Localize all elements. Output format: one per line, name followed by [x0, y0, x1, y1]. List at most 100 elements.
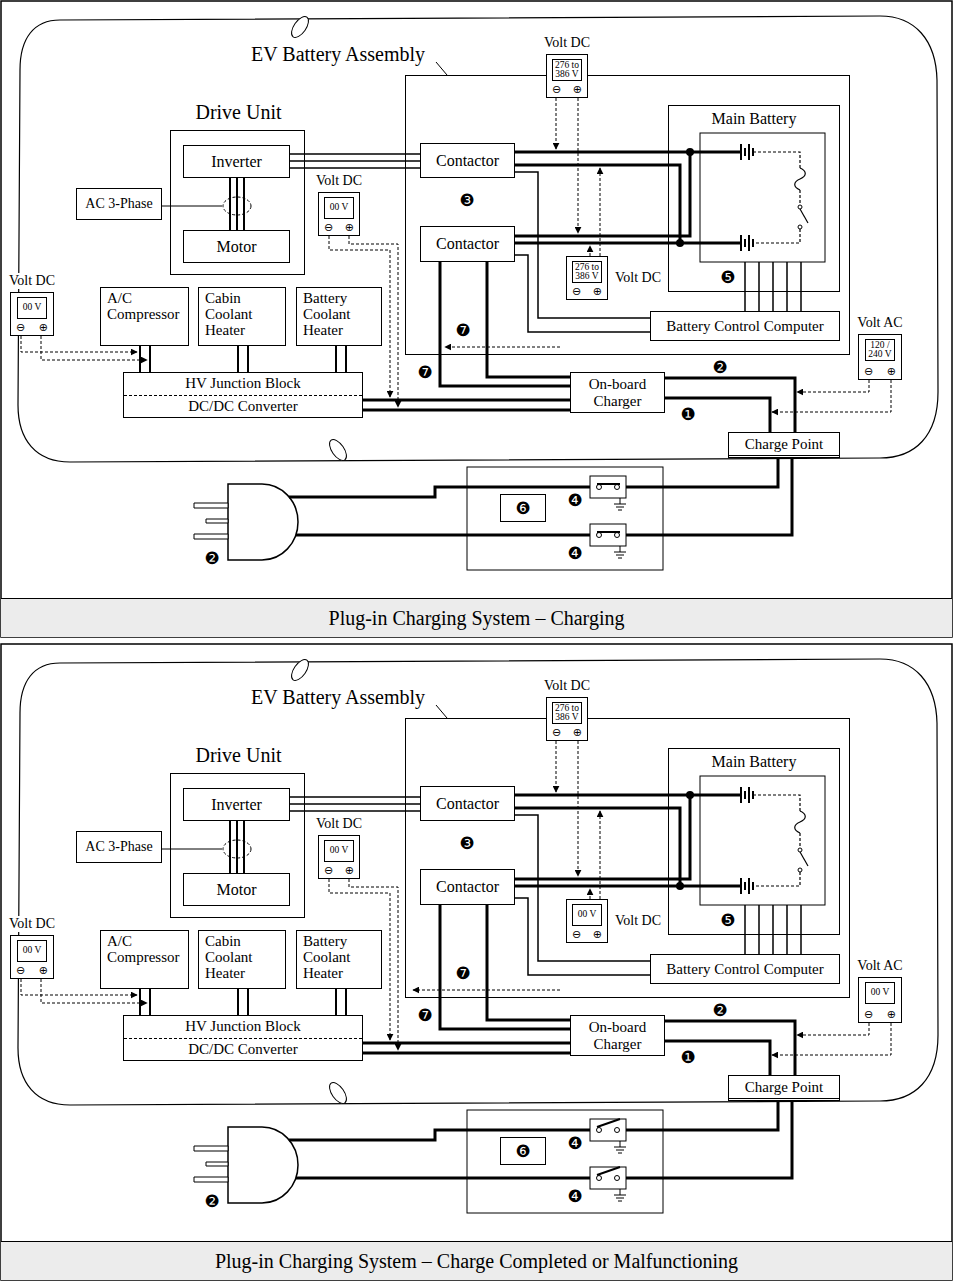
- component-box: Cabin Coolant Heater: [198, 287, 286, 346]
- box-label: AC 3-Phase: [85, 839, 152, 854]
- contactor-box: Contactor: [420, 869, 515, 905]
- motor-box: Motor: [183, 873, 290, 906]
- wire-line: [290, 810, 420, 812]
- heading: Main Battery: [669, 110, 839, 128]
- wire-line: [335, 346, 337, 372]
- wire-line: [335, 989, 337, 1015]
- meter-label: Volt DC: [7, 273, 57, 289]
- wire: [515, 815, 650, 961]
- box-label: AC 3-Phase: [85, 196, 152, 211]
- callout-number: ❸: [455, 188, 479, 212]
- contactor-box: Contactor: [420, 143, 515, 178]
- wire: [230, 821, 244, 873]
- contactor-box: Contactor: [420, 226, 515, 262]
- callout-number: ❹: [563, 541, 587, 565]
- box-label: Contactor: [436, 235, 499, 253]
- voltmeter: Volt DC00 V⊖⊕: [318, 835, 360, 879]
- box-label: Charge Point: [745, 1079, 823, 1096]
- wire-line: [800, 935, 802, 954]
- wire-line: [665, 378, 795, 432]
- meter-reading: 00 V: [324, 197, 354, 219]
- wire: [515, 172, 650, 318]
- callout-number: ❸: [455, 831, 479, 855]
- wire-line: [149, 989, 151, 1015]
- main-battery-box: Main Battery: [668, 748, 840, 935]
- wire: [363, 1043, 570, 1053]
- component-box: Cabin Coolant Heater: [198, 930, 286, 989]
- box-label: Battery Control Computer: [666, 961, 823, 978]
- wire: [336, 346, 346, 372]
- box-label: Battery Control Computer: [666, 318, 823, 335]
- inverter-box: Inverter: [183, 788, 290, 821]
- wire-line: [237, 346, 239, 372]
- terminal-symbol: ⊖: [16, 965, 25, 977]
- wire-line: [665, 1021, 795, 1075]
- callout-number: ❼: [451, 318, 475, 342]
- callout-number: ❶: [676, 402, 700, 426]
- charger-box: On-board Charger: [570, 1015, 665, 1056]
- meter-label: Volt DC: [542, 678, 592, 694]
- wire: [745, 935, 801, 954]
- voltmeter: Volt DC00 V⊖⊕: [10, 292, 54, 336]
- wire-line: [665, 398, 770, 432]
- box-label: Charge Point: [745, 436, 823, 453]
- terminal-symbol: ⊕: [887, 366, 896, 378]
- controller-box: ❻: [500, 494, 546, 522]
- meter-reading: 00 V: [17, 940, 47, 962]
- callout-number: ❻: [515, 499, 530, 518]
- wire-line: [515, 255, 650, 332]
- motor-box: Motor: [183, 230, 290, 263]
- callout-number: ❹: [563, 488, 587, 512]
- contactor-box: Contactor: [420, 786, 515, 821]
- wire-line: [786, 935, 788, 954]
- terminal-symbol: ⊕: [593, 929, 602, 941]
- box-label: Cabin Coolant Heater: [205, 934, 279, 981]
- wire-line: [786, 292, 788, 311]
- caption: Plug-in Charging System – Charge Complet…: [215, 1250, 738, 1273]
- wire-line: [290, 803, 420, 805]
- terminal-symbol: ⊕: [887, 1009, 896, 1021]
- box-label: Motor: [217, 881, 257, 899]
- wire-line: [515, 815, 650, 961]
- wire-line: [139, 346, 141, 372]
- wire-line: [515, 172, 650, 318]
- wire-line: [236, 821, 238, 873]
- wire-line: [290, 796, 420, 798]
- heading: EV Battery Assembly: [251, 685, 425, 709]
- callout-number: ❼: [413, 360, 437, 384]
- charge-point-box: Charge Point: [728, 432, 840, 458]
- component-box: Battery Coolant Heater: [296, 930, 382, 989]
- meter-reading: 276 to 386 V: [552, 702, 582, 724]
- heading: Drive Unit: [171, 100, 306, 124]
- wire-line: [758, 292, 760, 311]
- callout-number: ❺: [716, 265, 740, 289]
- terminal-symbol: ⊕: [39, 965, 48, 977]
- voltmeter: Volt DC00 V⊖⊕: [318, 192, 360, 236]
- heading: EV Battery Assembly: [251, 42, 425, 66]
- box-label: Contactor: [436, 878, 499, 896]
- box-label: Inverter: [211, 153, 262, 171]
- callout-number: ❼: [451, 961, 475, 985]
- wire-line: [665, 1041, 770, 1075]
- wire: [140, 346, 150, 372]
- voltmeter: Volt DC276 to 386 V⊖⊕: [546, 697, 588, 741]
- callout-number: ❷: [200, 546, 224, 570]
- wire: [290, 154, 420, 168]
- wire: [665, 378, 795, 432]
- wire-line: [363, 1042, 570, 1045]
- meter-reading: 276 to 386 V: [552, 59, 582, 81]
- wire-line: [515, 807, 668, 810]
- wire-line: [363, 1052, 570, 1055]
- meter-label: Volt DC: [314, 173, 364, 189]
- box-label: On-board Charger: [575, 376, 660, 409]
- junction-block-box: HV Junction BlockDC/DC Converter: [123, 1015, 363, 1061]
- wire-line: [363, 409, 570, 412]
- battery-assembly-box: EV Battery AssemblyContactorContactorMai…: [405, 718, 850, 998]
- wire-line: [440, 905, 570, 1029]
- voltmeter: Volt DC276 to 386 V⊖⊕: [566, 256, 608, 300]
- callout-number: ❷: [708, 355, 732, 379]
- heading: Drive Unit: [171, 743, 306, 767]
- battery-assembly-box: EV Battery AssemblyContactorContactorMai…: [405, 75, 850, 355]
- wire: [238, 989, 248, 1015]
